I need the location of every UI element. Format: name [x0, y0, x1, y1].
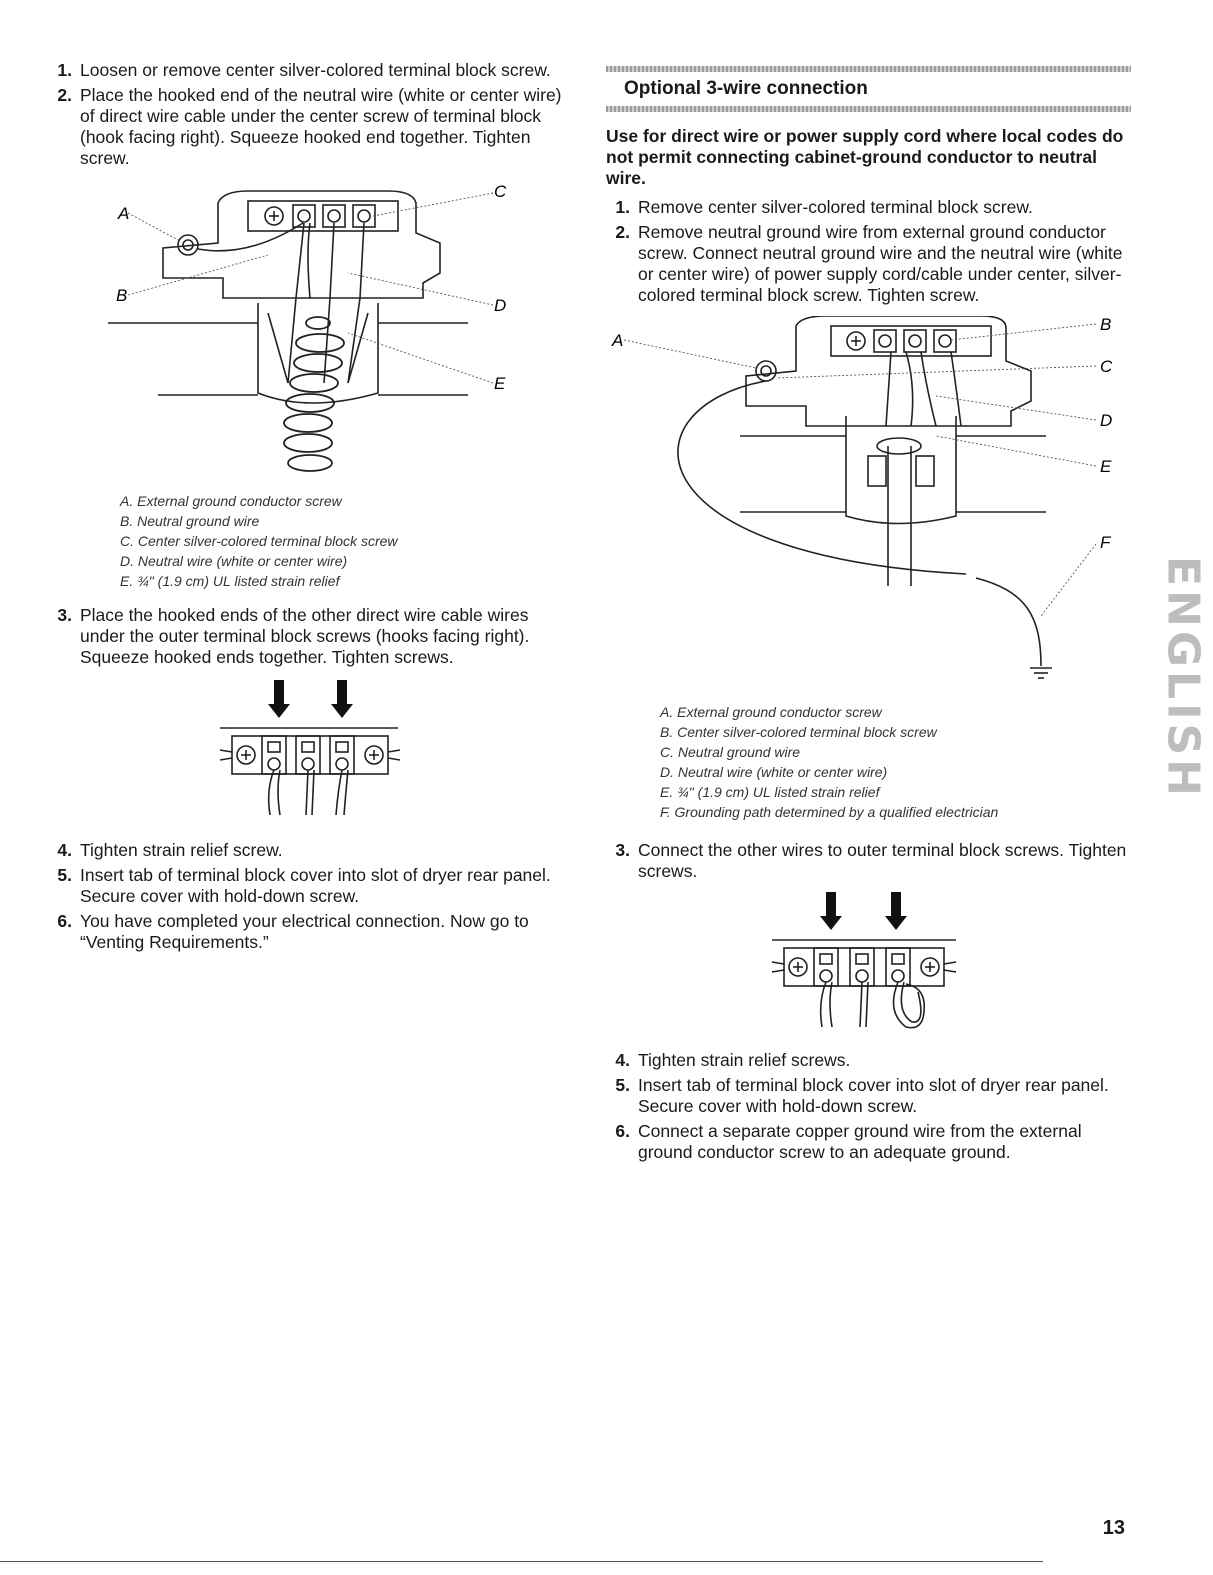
step-text: Place the hooked end of the neutral wire… [80, 85, 562, 168]
list-item: 1 Loosen or remove center silver-colored … [48, 60, 578, 81]
language-side-tab: ENGLISH [1153, 556, 1213, 800]
fig1-caption: A. External ground conductor screw B. Ne… [120, 491, 578, 591]
arrow-down-icon [820, 916, 842, 930]
list-item: 4 Tighten strain relief screw. [48, 840, 578, 861]
caption-line: D. Neutral wire (white or center wire) [660, 764, 888, 780]
figure-2wire-neutral: A B C D E [48, 183, 578, 483]
language-tab-label: ENGLISH [1157, 556, 1209, 800]
fig1-label-b: B [116, 286, 127, 305]
caption-line: B. Center silver-colored terminal block … [660, 724, 937, 740]
step-number: 6 [606, 1121, 630, 1142]
fig2-label-f: F [1100, 533, 1112, 552]
caption-line: A. External ground conductor screw [660, 704, 882, 720]
step-number: 5 [606, 1075, 630, 1096]
list-item: 2 Remove neutral ground wire from externa… [606, 222, 1131, 306]
step-text: You have completed your electrical conne… [80, 911, 529, 952]
figure-outer-screws-left [48, 680, 578, 830]
step-text: Insert tab of terminal block cover into … [80, 865, 551, 906]
step-text: Remove center silver-colored terminal bl… [638, 197, 1033, 217]
arrow-down-icon [885, 916, 907, 930]
list-item: 5 Insert tab of terminal block cover into… [606, 1075, 1131, 1117]
step-number: 4 [48, 840, 72, 861]
fig2-label-c: C [1100, 357, 1113, 376]
step-number: 5 [48, 865, 72, 886]
fig2-label-d: D [1100, 411, 1112, 430]
figure-3wire: A B C D E F [606, 316, 1131, 696]
terminal-block-small-diagram-2 [771, 892, 957, 1029]
fig2-caption: A. External ground conductor screw B. Ce… [660, 702, 1131, 822]
step-text: Tighten strain relief screws. [638, 1050, 851, 1070]
bottom-rule [0, 1561, 1043, 1562]
section-intro: Use for direct wire or power supply cord… [606, 126, 1124, 188]
list-item: 6 Connect a separate copper ground wire f… [606, 1121, 1131, 1163]
arrow-down-icon [268, 704, 290, 718]
step-number: 3 [606, 840, 630, 861]
step-number: 2 [48, 85, 72, 106]
fig1-label-d: D [494, 296, 506, 315]
list-item: 6 You have completed your electrical conn… [48, 911, 578, 953]
right-steps-a: 1 Remove center silver-colored terminal b… [606, 197, 1131, 306]
step-number: 1 [48, 60, 72, 81]
caption-line: E. ¾" (1.9 cm) UL listed strain relief [120, 573, 340, 589]
left-steps-c: 4 Tighten strain relief screw. 5 Insert ta… [48, 840, 578, 953]
arrow-down-icon [826, 892, 836, 918]
caption-line: B. Neutral ground wire [120, 513, 260, 529]
step-number: 4 [606, 1050, 630, 1071]
arrow-down-icon [274, 680, 284, 706]
list-item: 3 Place the hooked ends of the other dire… [48, 605, 578, 668]
right-steps-b: 3 Connect the other wires to outer termin… [606, 840, 1131, 882]
left-steps-b: 3 Place the hooked ends of the other dire… [48, 605, 578, 668]
step-number: 1 [606, 197, 630, 218]
step-text: Place the hooked ends of the other direc… [80, 605, 530, 667]
caption-line: A. External ground conductor screw [120, 493, 342, 509]
figure-outer-screws-right [606, 892, 1131, 1042]
right-column: Optional 3-wire connection Use for direc… [606, 66, 1131, 1167]
fig2-label-b: B [1100, 316, 1111, 334]
section-title: Optional 3-wire connection [624, 78, 868, 99]
arrow-down-icon [337, 680, 347, 706]
arrow-down-icon [331, 704, 353, 718]
fig1-label-a: A [117, 204, 129, 223]
terminal-block-diagram-2: A B C D E F [611, 316, 1113, 679]
list-item: 1 Remove center silver-colored terminal b… [606, 197, 1131, 218]
caption-line: E. ¾" (1.9 cm) UL listed strain relief [660, 784, 880, 800]
page-number: 13 [1102, 1517, 1125, 1539]
step-text: Remove neutral ground wire from external… [638, 222, 1123, 305]
arrow-down-icon [891, 892, 901, 918]
caption-line: C. Center silver-colored terminal block … [120, 533, 398, 549]
terminal-block-diagram-1: A B C D E [108, 183, 507, 472]
caption-line: C. Neutral ground wire [660, 744, 801, 760]
list-item: 5 Insert tab of terminal block cover into… [48, 865, 578, 907]
caption-line: F. Grounding path determined by a qualif… [660, 804, 999, 820]
right-steps-c: 4 Tighten strain relief screws. 5 Insert t… [606, 1050, 1131, 1163]
fig2-label-a: A [611, 331, 623, 350]
fig1-label-c: C [494, 183, 507, 201]
list-item: 4 Tighten strain relief screws. [606, 1050, 1131, 1071]
list-item: 2 Place the hooked end of the neutral wir… [48, 85, 578, 169]
section-rule-top [606, 66, 1131, 72]
step-text: Connect a separate copper ground wire fr… [638, 1121, 1082, 1162]
left-column: 1 Loosen or remove center silver-colored … [48, 60, 578, 957]
list-item: 3 Connect the other wires to outer termin… [606, 840, 1131, 882]
section-rule-bottom [606, 106, 1131, 112]
fig2-label-e: E [1100, 457, 1112, 476]
left-steps-a: 1 Loosen or remove center silver-colored … [48, 60, 578, 169]
step-number: 6 [48, 911, 72, 932]
step-text: Loosen or remove center silver-colored t… [80, 60, 551, 80]
fig1-label-e: E [494, 374, 506, 393]
caption-line: D. Neutral wire (white or center wire) [120, 553, 348, 569]
step-number: 3 [48, 605, 72, 626]
step-text: Insert tab of terminal block cover into … [638, 1075, 1109, 1116]
step-text: Connect the other wires to outer termina… [638, 840, 1127, 881]
terminal-block-small-diagram-1 [219, 680, 401, 816]
step-number: 2 [606, 222, 630, 243]
step-text: Tighten strain relief screw. [80, 840, 283, 860]
